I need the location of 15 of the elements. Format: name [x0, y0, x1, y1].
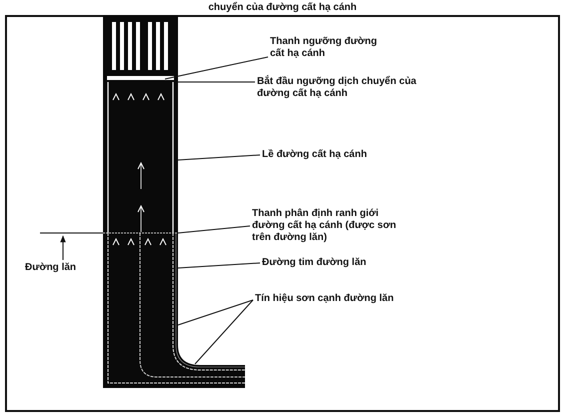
leader-line [164, 56, 268, 80]
callout-label: Lề đường cất hạ cánh [262, 149, 422, 161]
callout-label: Thanh phân định ranh giới đường cất hạ cánh (được sơn trên đường lăn) [252, 208, 412, 244]
leader-line [178, 226, 250, 234]
title: chuyển của đường cất hạ cánh [207, 0, 358, 14]
callout-label: Bắt đầu ngưỡng dịch chuyển của đường cất hạ cánh [257, 76, 432, 100]
leader-line [178, 154, 260, 160]
callout-label: Đường lăn [25, 262, 95, 274]
callout-label: Tín hiệu sơn cạnh đường lăn [255, 293, 455, 305]
callout-label: Thanh ngưỡng đường cất hạ cánh [270, 36, 380, 60]
arrow [60, 235, 66, 260]
callout-label: Đường tim đường lăn [262, 257, 422, 269]
leader-line [194, 300, 254, 364]
leader-line [178, 300, 254, 326]
leader-line [178, 262, 260, 268]
